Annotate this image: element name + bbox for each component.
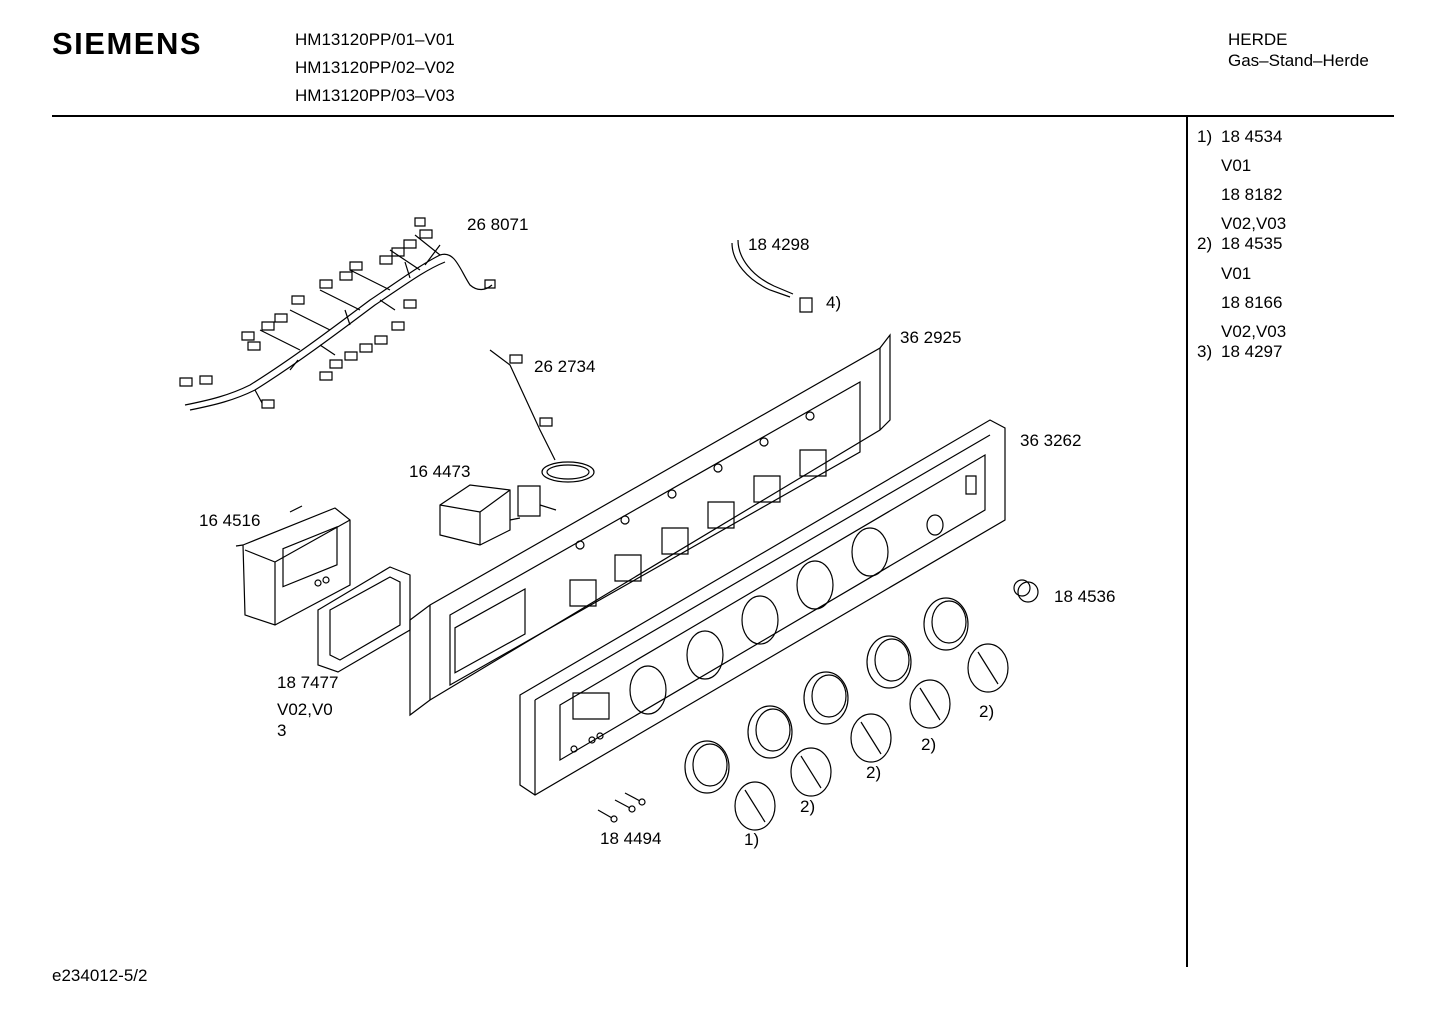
label-harness: 26 8071	[467, 215, 529, 234]
note-marker: 3)	[1197, 342, 1213, 361]
model-number-1: HM13120PP/01–V01	[295, 30, 455, 49]
note-marker: 1)	[1197, 127, 1213, 146]
model-number-3: HM13120PP/03–V03	[295, 86, 455, 105]
front-panel	[520, 420, 1005, 795]
model-number-2: HM13120PP/02–V02	[295, 58, 455, 77]
note-part: 18 4297	[1221, 342, 1283, 361]
control-knobs	[735, 644, 1008, 830]
indicator-lamp	[1014, 580, 1038, 602]
note-part: V01	[1221, 156, 1252, 175]
label-switch: 16 4473	[409, 462, 471, 481]
label-knob-ref: 2)	[921, 735, 937, 754]
label-sensor: 26 2734	[534, 357, 596, 376]
note-part: 18 4534	[1221, 127, 1283, 146]
label-frame: 18 7477	[277, 673, 339, 692]
label-screws: 18 4494	[600, 829, 662, 848]
label-knob-ref: 2)	[866, 763, 882, 782]
note-marker: 2)	[1197, 234, 1213, 253]
notes-divider	[1186, 117, 1188, 967]
label-connector-ref: 4)	[826, 293, 842, 312]
note-part: V02,V03	[1221, 322, 1287, 341]
subcategory-title: Gas–Stand–Herde	[1228, 51, 1369, 70]
timer-module	[236, 506, 350, 625]
label-lamp: 18 4536	[1054, 587, 1116, 606]
footer-code: e234012-5/2	[52, 966, 148, 985]
label-knob-ref: 2)	[979, 702, 995, 721]
label-bracket: 36 2925	[900, 328, 962, 347]
label-frame-variant: V02,V0	[277, 700, 333, 719]
note-part: 18 8182	[1221, 185, 1283, 204]
screws	[598, 793, 645, 822]
control-bracket	[410, 335, 890, 715]
header-divider	[52, 115, 1394, 117]
knob-openings	[630, 515, 943, 714]
knob-rings	[685, 598, 968, 793]
note-part: V02,V03	[1221, 214, 1287, 233]
label-knob-ref: 1)	[744, 830, 760, 849]
cable-assembly	[732, 240, 812, 312]
note-part: 18 8166	[1221, 293, 1283, 312]
category-title: HERDE	[1228, 30, 1288, 49]
label-timer: 16 4516	[199, 511, 261, 530]
label-cable: 18 4298	[748, 235, 810, 254]
brand-logo: SIEMENS	[52, 26, 203, 61]
label-frame-variant-2: 3	[277, 721, 287, 740]
wiring-harness	[180, 218, 495, 410]
display-frame	[318, 567, 410, 672]
label-panel: 36 3262	[1020, 431, 1082, 450]
note-part: V01	[1221, 264, 1252, 283]
temperature-sensor	[490, 350, 594, 482]
rotary-switch	[440, 485, 556, 545]
bracket-cutouts	[570, 412, 826, 606]
label-knob-ref: 2)	[800, 797, 816, 816]
note-part: 18 4535	[1221, 234, 1283, 253]
